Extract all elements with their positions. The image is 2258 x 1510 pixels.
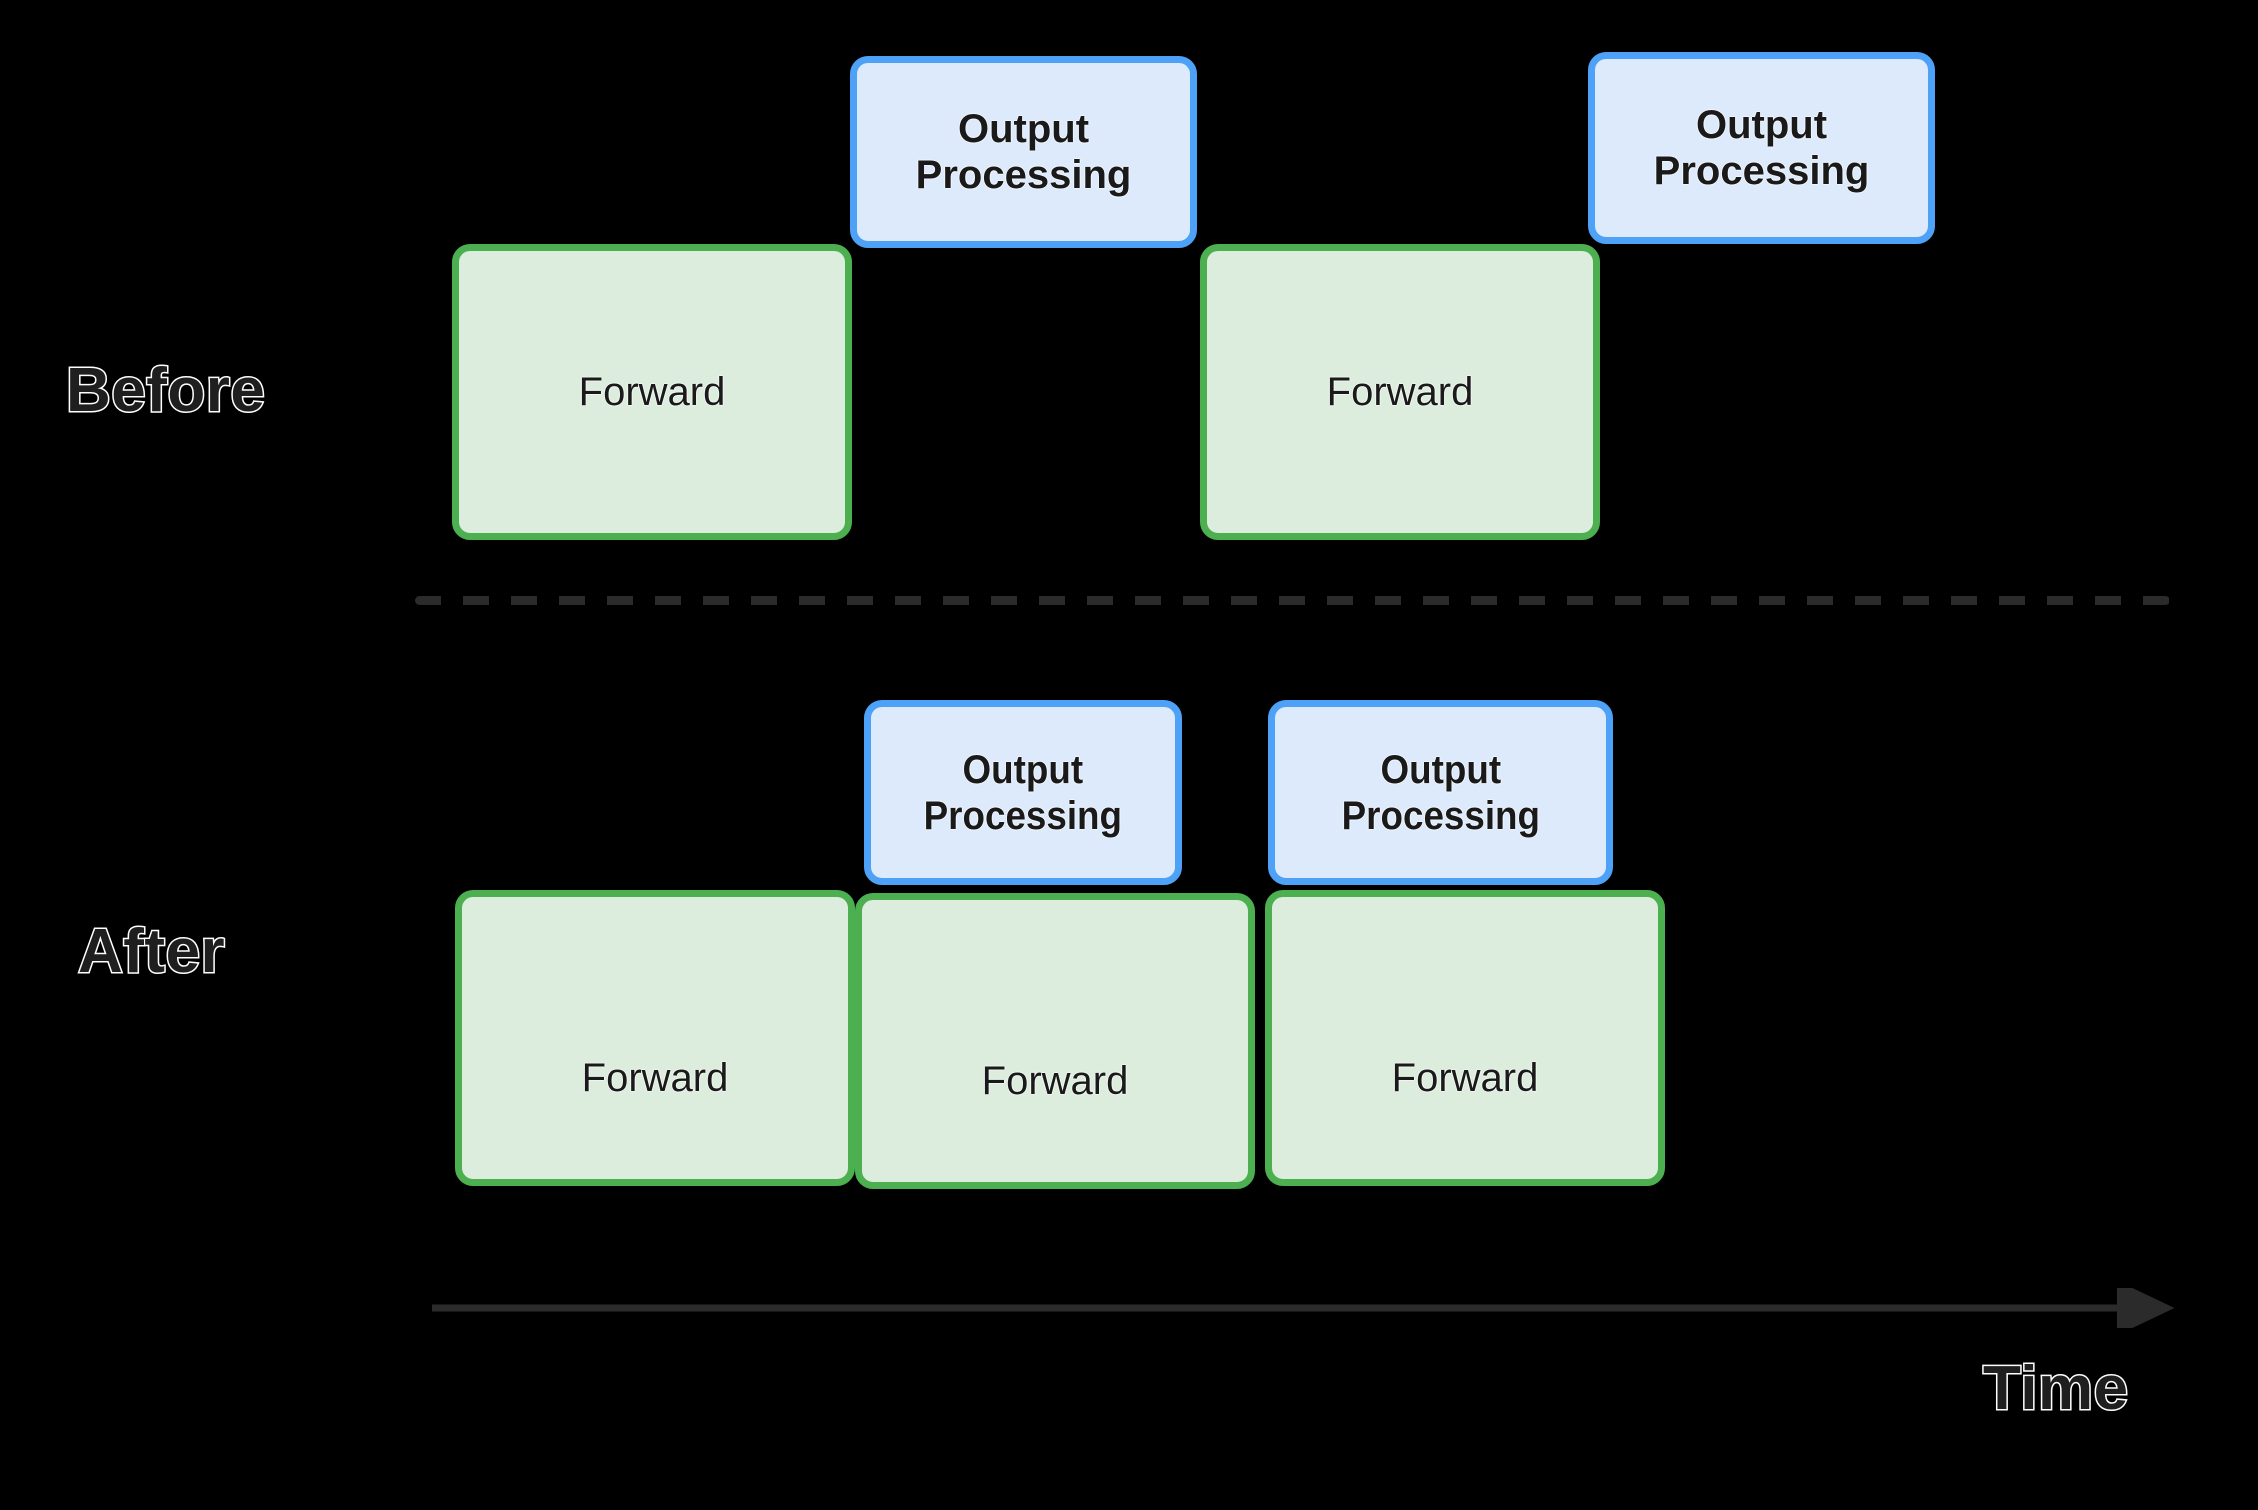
- before-output-block-2-text: Output Processing: [1654, 102, 1870, 194]
- before-forward-block-1: Forward: [452, 244, 852, 540]
- before-output-block-2-line1: Output: [1695, 103, 1828, 147]
- section-label-before: Before: [64, 355, 266, 427]
- after-output-block-1-text: Output Processing: [924, 747, 1122, 839]
- before-forward-block-1-text: Forward: [578, 370, 726, 414]
- after-forward-block-3: Forward: [1265, 890, 1665, 1186]
- after-forward-block-3-text: Forward: [1391, 1056, 1539, 1100]
- after-forward-block-1-text: Forward: [581, 1056, 729, 1100]
- after-forward-block-1: Forward: [455, 890, 855, 1186]
- before-output-block-1-line1: Output: [957, 107, 1090, 151]
- after-output-block-1: Output Processing: [864, 700, 1182, 885]
- before-forward-block-2: Forward: [1200, 244, 1600, 540]
- after-output-block-2-line2: Processing: [1341, 793, 1540, 838]
- section-divider-dashed-line: [415, 596, 2170, 605]
- before-output-block-1-line2: Processing: [915, 153, 1132, 197]
- after-output-block-2-text: Output Processing: [1341, 747, 1539, 839]
- section-label-after: After: [76, 916, 226, 988]
- after-output-block-1-line1: Output: [962, 747, 1084, 792]
- before-output-block-2: Output Processing: [1588, 52, 1935, 244]
- after-forward-block-2-text: Forward: [981, 1059, 1129, 1103]
- before-output-block-2-line2: Processing: [1653, 149, 1870, 193]
- before-forward-block-2-text: Forward: [1326, 370, 1474, 414]
- before-output-block-1-text: Output Processing: [916, 106, 1132, 198]
- before-output-block-1: Output Processing: [850, 56, 1197, 248]
- after-output-block-1-line2: Processing: [923, 793, 1123, 838]
- after-output-block-2: Output Processing: [1268, 700, 1613, 885]
- axis-label-time: Time: [1982, 1353, 2130, 1425]
- after-output-block-2-line1: Output: [1380, 747, 1501, 792]
- time-axis-arrow: [432, 1288, 2175, 1328]
- after-forward-block-2: Forward: [855, 893, 1255, 1189]
